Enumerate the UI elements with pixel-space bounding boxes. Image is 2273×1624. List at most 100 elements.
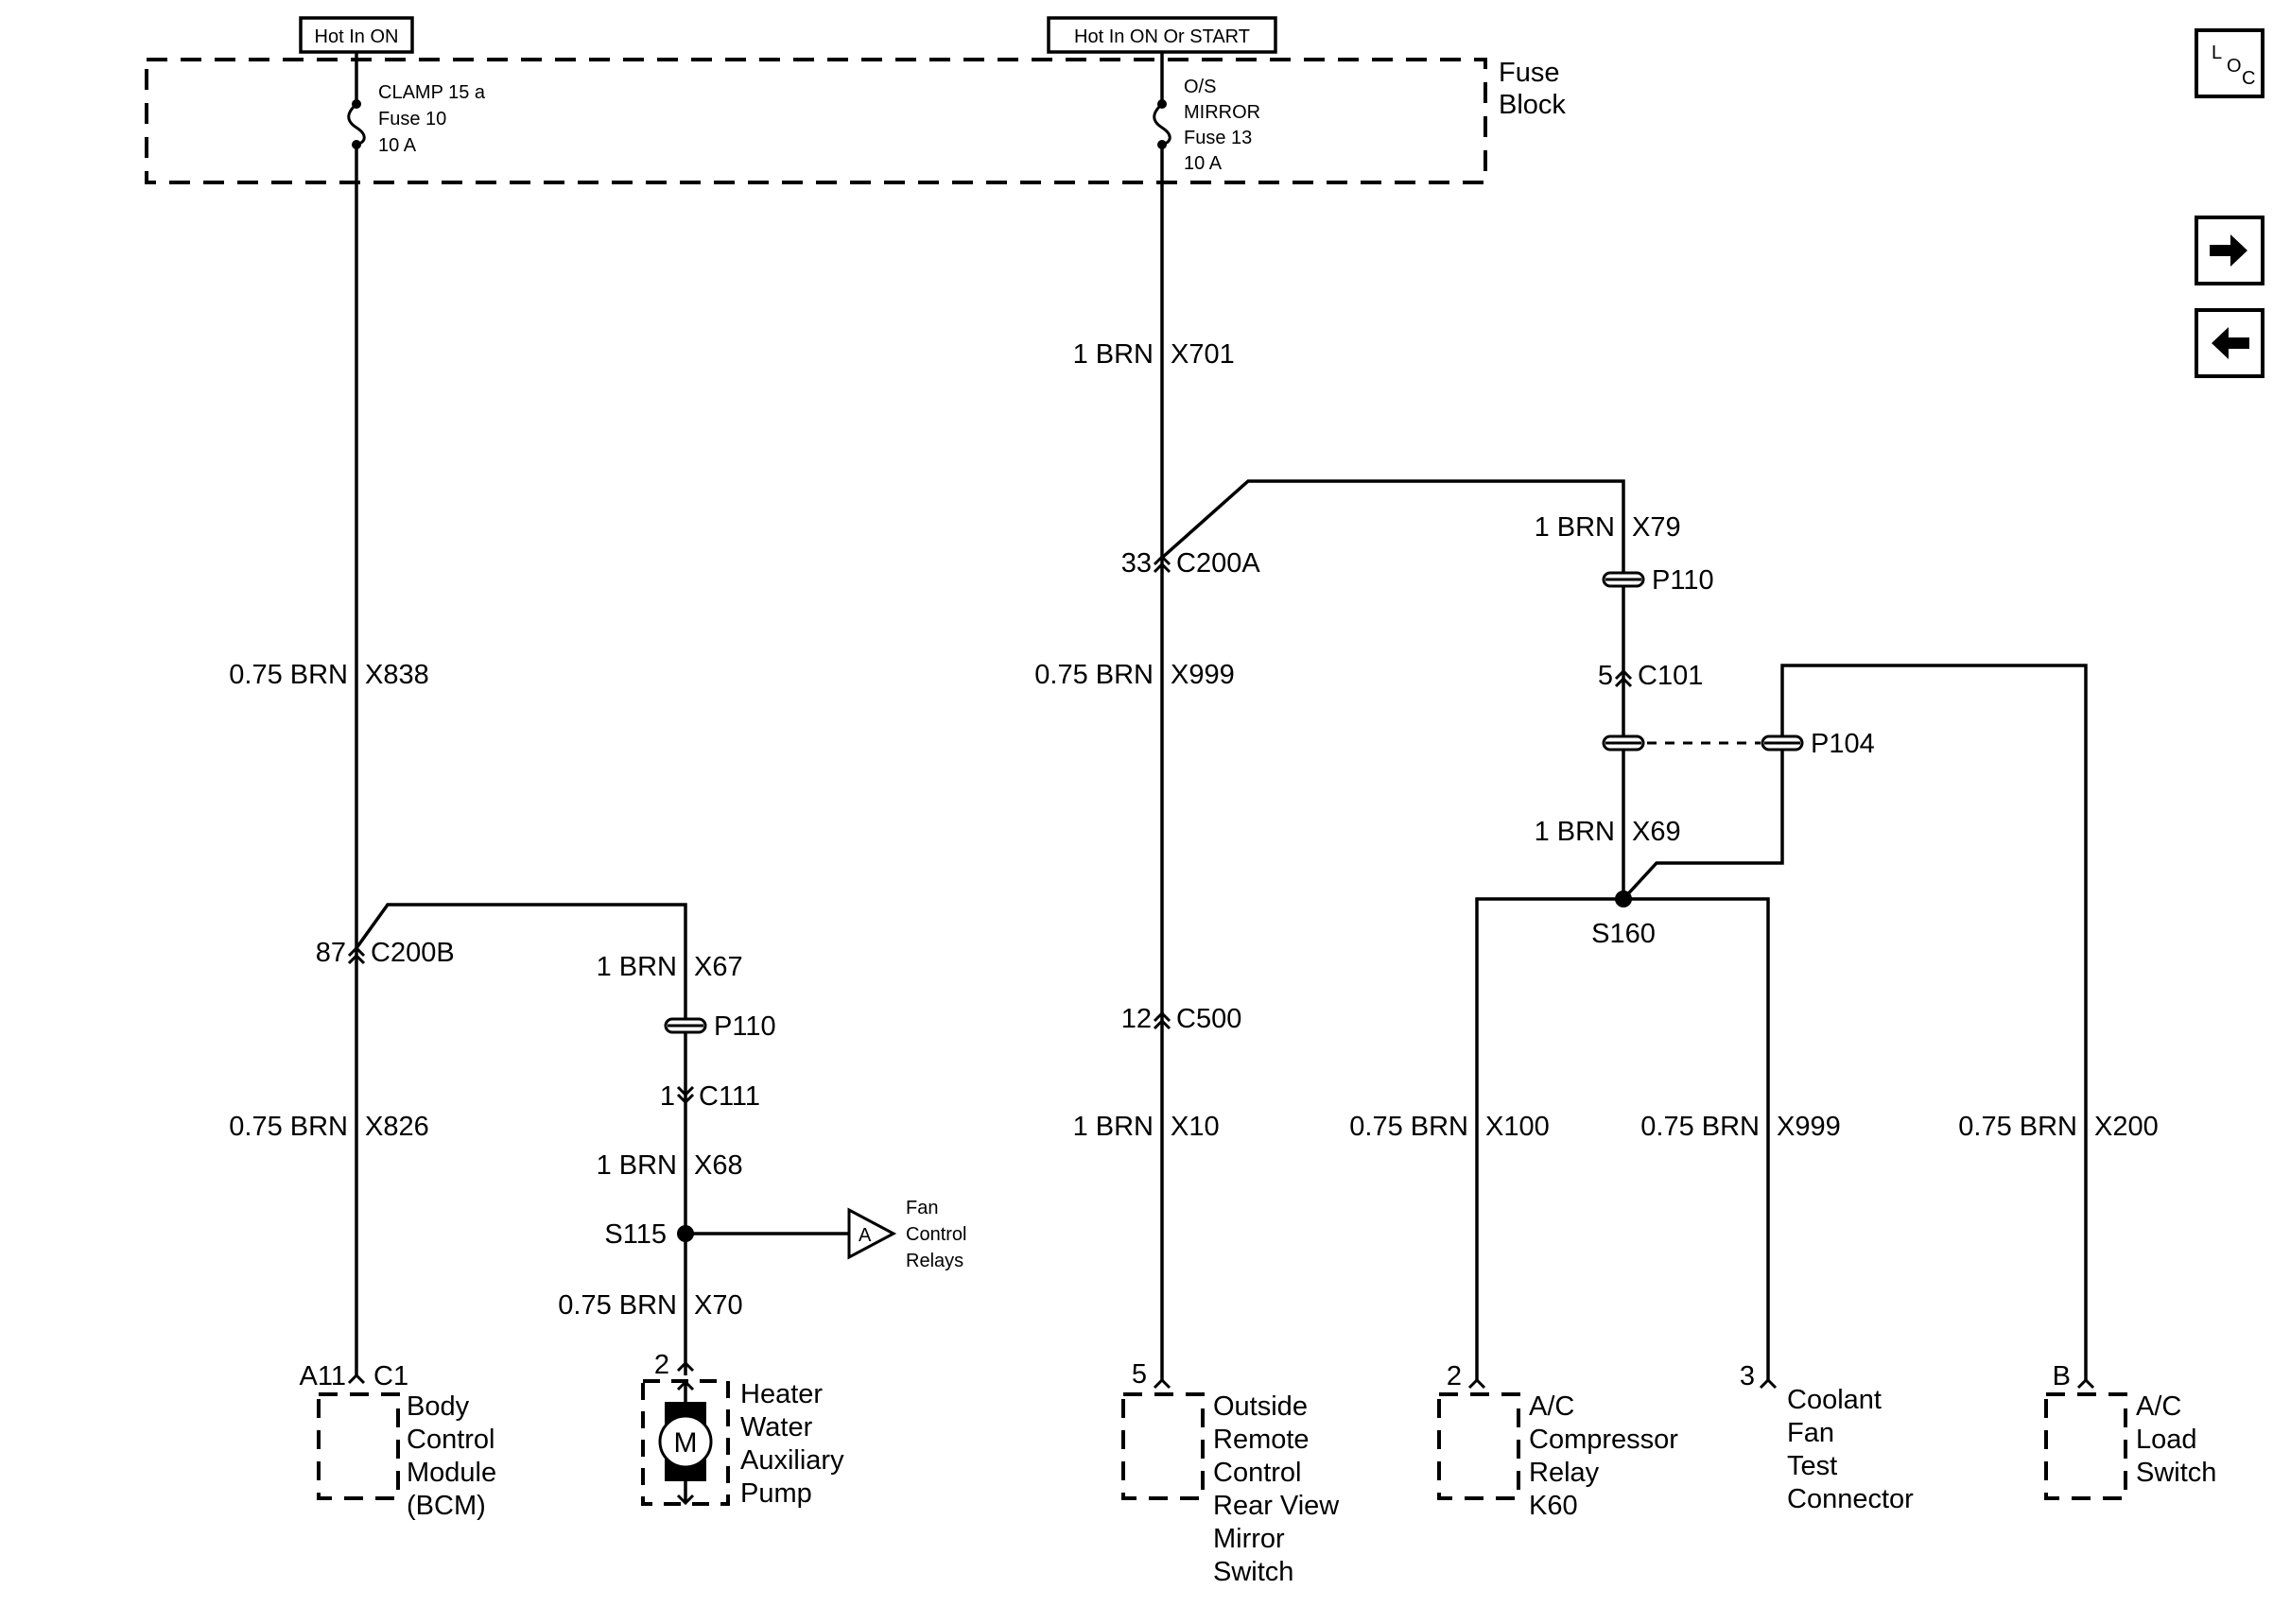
splice-label: S115 [604, 1219, 667, 1250]
component-pin-label: 2 [654, 1350, 669, 1380]
connector-name-label: C200B [371, 938, 455, 968]
location-icon: L O C [2212, 43, 2255, 89]
component-connector-label: C1 [373, 1361, 408, 1391]
wire-circuit-label: X200 [2094, 1112, 2159, 1142]
wire-x999-coolant [1623, 897, 1770, 1380]
wire-size-label: 0.75 BRN [229, 660, 348, 690]
wire-size-label: 1 BRN [1073, 1112, 1154, 1142]
wire-size-label: 1 BRN [597, 1150, 677, 1181]
component-name: (BCM) [407, 1491, 486, 1521]
component-name: K60 [1529, 1491, 1578, 1521]
component-name: Coolant [1787, 1385, 1882, 1415]
passthrough-label: P110 [714, 1011, 776, 1042]
pin-load [2076, 1377, 2095, 1390]
component-name: Outside [1213, 1391, 1308, 1422]
wire-size-label: 0.75 BRN [558, 1290, 677, 1321]
loc-letter: C [2242, 68, 2255, 89]
fuse-label: O/S [1184, 77, 1216, 97]
passthrough-label: P110 [1652, 565, 1714, 596]
fuse-label: 10 A [1184, 153, 1223, 174]
wire-size-label: 1 BRN [1535, 817, 1615, 847]
connector-pin-label: 33 [1121, 548, 1152, 579]
fuse-block: Fuse Block [145, 58, 1566, 184]
passthrough-p104-right [1761, 734, 1804, 752]
component-name: Body [407, 1391, 470, 1422]
wire-circuit-label: X826 [365, 1112, 429, 1142]
connector-name-label: C500 [1176, 1004, 1241, 1034]
component-name: Mirror [1213, 1524, 1285, 1554]
component-name: Compressor [1529, 1425, 1678, 1455]
fuse-13: O/S MIRROR Fuse 13 10 A [1153, 62, 1260, 174]
passthrough-p104-left [1602, 734, 1645, 752]
arrow-left-icon [2212, 327, 2249, 359]
power-label: Hot In ON Or START [1074, 26, 1250, 47]
wire-circuit-label: X999 [1777, 1112, 1841, 1142]
previous-page-button[interactable] [2195, 308, 2264, 378]
component-name: Remote [1213, 1425, 1310, 1455]
component-name: Switch [1213, 1557, 1293, 1587]
connector-pin-label: 5 [1598, 661, 1613, 691]
passthrough-label: P104 [1811, 729, 1875, 759]
splice-s115 [677, 1225, 694, 1242]
connector-c200b [347, 945, 366, 965]
wire-circuit-label: X999 [1171, 660, 1235, 690]
offpage-connector-a: A Fan Control Relays [847, 1198, 966, 1271]
wire-circuit-label: X69 [1632, 817, 1681, 847]
connector-name-label: C200A [1176, 548, 1260, 579]
pin-pump [676, 1360, 695, 1373]
connector-marks [347, 554, 2095, 1390]
connector-labels: 87 C200B 33 C200A 1 C111 12 C500 5 C101 … [316, 548, 1875, 1250]
component-name: Fan [1787, 1418, 1834, 1448]
wire-circuit-label: X838 [365, 660, 429, 690]
component-pin-label: 5 [1132, 1359, 1147, 1390]
wire-size-label: 0.75 BRN [1958, 1112, 2077, 1142]
fuse-label: Fuse 13 [1184, 128, 1252, 148]
wire-size-label: 1 BRN [597, 952, 677, 982]
component-name: Heater [740, 1379, 823, 1409]
wire-size-label: 1 BRN [1073, 339, 1154, 370]
power-source-hot-in-on: Hot In ON [299, 16, 414, 62]
component-pin-label: 3 [1740, 1361, 1755, 1391]
connector-c101 [1614, 668, 1633, 688]
wire-branch-x67 [355, 903, 687, 1375]
wire-labels: 0.75 BRN X838 0.75 BRN X826 1 BRN X67 1 … [229, 339, 2158, 1321]
offpage-label: Relays [906, 1251, 963, 1271]
connector-pin-label: 1 [660, 1081, 675, 1112]
wire-branch-x79 [1160, 479, 1625, 899]
component-heater-pump: M 2 Heater Water Auxiliary Pump [641, 1350, 844, 1509]
wire-circuit-label: X100 [1485, 1112, 1550, 1142]
pin-bcm [347, 1373, 366, 1385]
component-name: Switch [2136, 1458, 2216, 1488]
fuse-label: Fuse 10 [378, 109, 446, 130]
pin-mirror [1153, 1377, 1171, 1390]
location-button[interactable]: L O C [2195, 28, 2264, 98]
wire-size-label: 0.75 BRN [229, 1112, 348, 1142]
component-name: Control [1213, 1458, 1302, 1488]
splice-label: S160 [1591, 919, 1656, 949]
component-name: A/C [1529, 1391, 1574, 1422]
connector-c111 [676, 1085, 695, 1105]
wire-circuit-label: X68 [694, 1150, 743, 1181]
loc-letter: L [2212, 43, 2222, 63]
power-source-hot-in-on-or-start: Hot In ON Or START [1047, 16, 1277, 62]
offpage-letter: A [859, 1225, 872, 1246]
passthrough-p110-right [1602, 571, 1645, 588]
pin-relay [1467, 1377, 1486, 1390]
fuse-label: CLAMP 15 a [378, 82, 486, 103]
component-name: A/C [2136, 1391, 2181, 1422]
component-ac-load-switch: B A/C Load Switch [2044, 1361, 2216, 1500]
arrow-right-icon [2210, 234, 2247, 267]
next-page-button[interactable] [2195, 216, 2264, 285]
component-name: Control [407, 1425, 495, 1455]
component-name: Test [1787, 1451, 1837, 1481]
offpage-label: Fan [906, 1198, 938, 1218]
power-label: Hot In ON [315, 26, 399, 47]
fuse-block-label: Block [1499, 90, 1566, 120]
connector-name-label: C101 [1638, 661, 1703, 691]
fuse-10: CLAMP 15 a Fuse 10 10 A [347, 62, 486, 156]
motor-label: M [674, 1427, 698, 1459]
component-name: Module [407, 1458, 496, 1488]
component-name: Load [2136, 1425, 2197, 1455]
fuse-label: 10 A [378, 135, 417, 156]
